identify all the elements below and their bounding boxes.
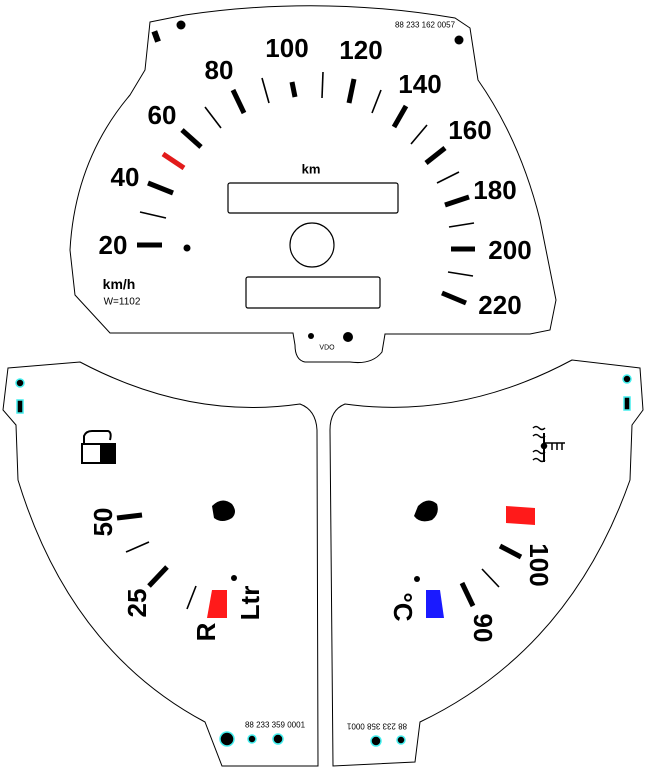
tick-25 — [147, 565, 169, 588]
tick-180 — [444, 194, 470, 208]
temp-label-90: 90 — [468, 614, 498, 643]
mount-slot — [16, 399, 24, 414]
mount-slot — [623, 396, 631, 411]
speed-label-140: 140 — [398, 69, 441, 99]
mount-hole — [272, 733, 284, 745]
mount-hole — [15, 378, 25, 388]
needle-stop-dot — [414, 576, 420, 582]
needle-hole — [289, 222, 335, 268]
reserve-label: R — [191, 622, 221, 641]
tick-minor — [186, 585, 197, 610]
hot-zone — [506, 506, 535, 525]
coolant-temperature-icon — [532, 425, 565, 463]
tick-50 — [116, 512, 143, 521]
tick-50-red — [161, 151, 186, 171]
tick-40 — [147, 180, 174, 196]
mount-hole — [454, 35, 464, 45]
temp-gauge-outline — [329, 359, 644, 767]
tick-minor — [125, 541, 150, 553]
tick-minor — [481, 568, 500, 588]
tick-minor — [448, 222, 475, 228]
speed-unit: km/h — [103, 276, 136, 292]
speedometer-part-number: 88 233 162 0057 — [395, 21, 456, 30]
tick-100 — [498, 543, 523, 560]
mount-hole — [219, 731, 235, 747]
mount-hole — [370, 735, 382, 747]
tick-120 — [346, 78, 357, 104]
mount-hole — [396, 735, 406, 745]
tick-80 — [230, 88, 247, 115]
speed-label-200: 200 — [488, 235, 531, 265]
fuel-gauge-outline — [2, 361, 319, 767]
tick-minor — [371, 89, 382, 114]
fuel-pump-icon — [81, 430, 116, 464]
reserve-zone — [207, 590, 227, 618]
w-value: W=1102 — [104, 297, 141, 308]
mount-slot — [151, 30, 161, 43]
speed-label-20: 20 — [99, 230, 128, 260]
speed-label-80: 80 — [205, 55, 234, 85]
tick-minor — [204, 106, 222, 129]
needle-stop-dot — [231, 575, 237, 581]
mount-hole — [343, 332, 353, 342]
tick-minor — [436, 171, 460, 184]
temp-part-number: 88 233 358 0001 — [346, 722, 407, 731]
cold-zone — [426, 590, 444, 618]
needle-pivot — [212, 500, 235, 521]
speed-label-220: 220 — [478, 290, 521, 320]
tick-60 — [180, 128, 203, 149]
speed-label-100: 100 — [265, 33, 308, 63]
needle-pivot — [414, 500, 438, 522]
fuel-part-number: 88 233 359 0001 — [245, 721, 306, 730]
fuel-label-25: 25 — [122, 589, 152, 618]
fuel-gauge-face: 50 25 R Ltr 88 233 359 0001 — [2, 361, 319, 767]
tick-minor — [261, 77, 270, 104]
temp-unit: °C — [388, 592, 418, 621]
speed-label-180: 180 — [473, 175, 516, 205]
odometer-label: km — [302, 162, 321, 177]
tick-minor — [410, 124, 428, 145]
mount-hole — [176, 20, 186, 30]
trip-window — [245, 276, 381, 309]
temp-label-100: 100 — [524, 543, 554, 586]
mount-hole — [308, 333, 314, 339]
needle-stop-dot — [183, 244, 191, 252]
brand-logo: VDO — [319, 345, 335, 352]
tick-90 — [459, 581, 476, 608]
mount-hole — [622, 374, 632, 384]
temperature-gauge-face: 100 90 °C 88 233 358 0001 — [329, 359, 644, 767]
tick-140 — [391, 104, 409, 129]
tick-minor — [321, 71, 324, 99]
tick-minor — [447, 271, 474, 277]
mount-hole — [247, 734, 257, 744]
tick-220 — [441, 290, 467, 306]
tick-160 — [424, 146, 447, 165]
fuel-label-50: 50 — [88, 508, 118, 537]
speed-label-60: 60 — [148, 100, 177, 130]
speed-label-160: 160 — [448, 115, 491, 145]
fuel-unit: Ltr — [235, 586, 265, 621]
speed-label-120: 120 — [339, 35, 382, 65]
speedometer-face: 88 233 162 0057 20 40 60 80 100 120 140 … — [69, 5, 557, 363]
tick-minor — [139, 211, 167, 219]
odometer-window — [227, 182, 399, 214]
speed-label-40: 40 — [111, 162, 140, 192]
tick-100 — [289, 81, 298, 98]
